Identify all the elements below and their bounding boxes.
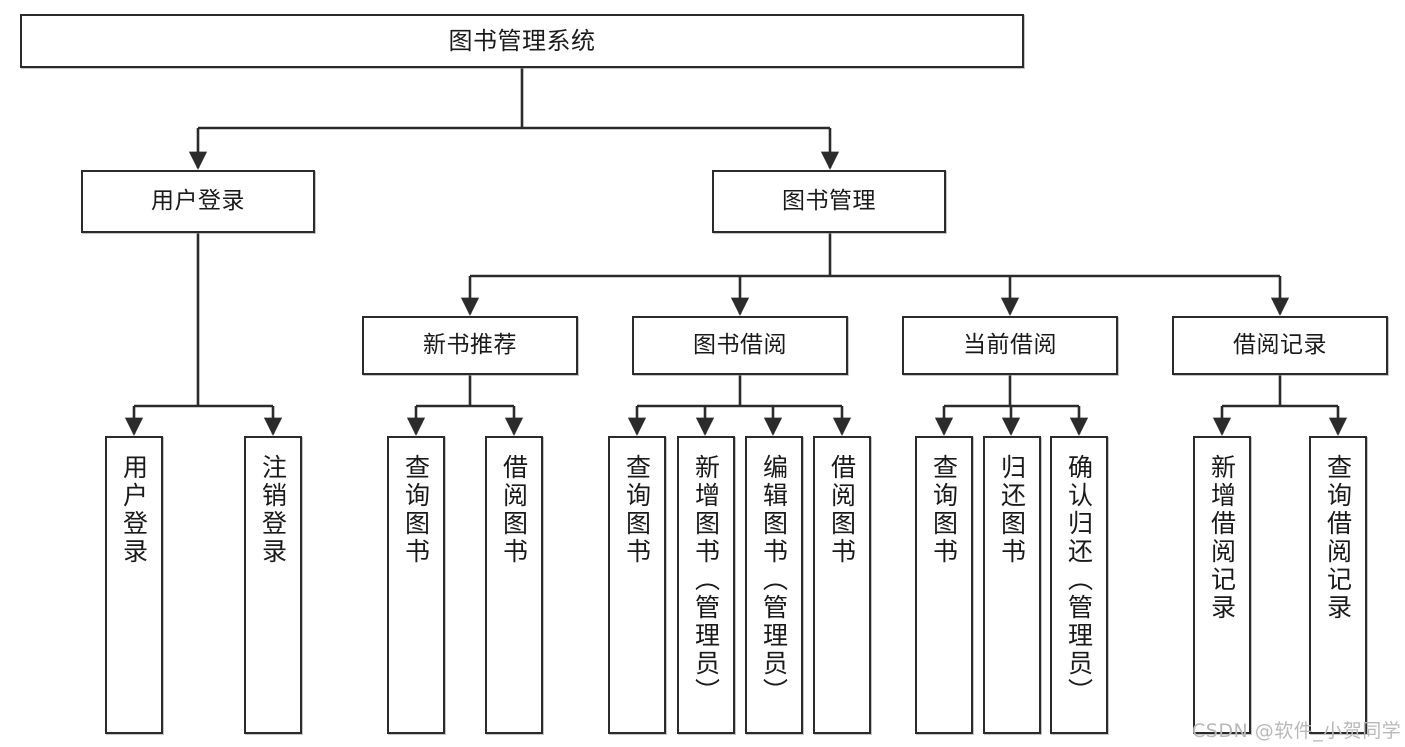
node-label: 新书推荐 <box>423 331 517 358</box>
node-label: 借阅图书 <box>499 454 529 566</box>
node-leaf-query-book-3[interactable]: 查询图书 <box>915 436 973 734</box>
node-book-borrow[interactable]: 图书借阅 <box>632 316 848 375</box>
node-label: 确认归还（管理员） <box>1064 454 1094 706</box>
node-current-borrow[interactable]: 当前借阅 <box>902 316 1118 375</box>
node-leaf-return-book[interactable]: 归还图书 <box>983 436 1041 734</box>
node-label: 图书管理 <box>782 187 876 214</box>
node-label: 图书管理系统 <box>448 26 596 55</box>
node-label: 查询图书 <box>929 454 959 566</box>
node-leaf-user-login[interactable]: 用户登录 <box>105 436 163 734</box>
node-label: 借阅记录 <box>1233 331 1327 358</box>
node-leaf-query-record[interactable]: 查询借阅记录 <box>1309 436 1367 734</box>
node-label: 查询借阅记录 <box>1323 454 1353 622</box>
node-label: 新增图书（管理员） <box>691 454 721 706</box>
node-leaf-user-logout[interactable]: 注销登录 <box>244 436 302 734</box>
node-book-management[interactable]: 图书管理 <box>712 170 946 233</box>
node-label: 查询图书 <box>622 454 652 566</box>
node-leaf-borrow-book-1[interactable]: 借阅图书 <box>485 436 543 734</box>
node-label: 用户登录 <box>151 187 245 214</box>
node-leaf-add-book[interactable]: 新增图书（管理员） <box>677 436 735 734</box>
node-label: 图书借阅 <box>693 331 787 358</box>
node-leaf-query-book-2[interactable]: 查询图书 <box>608 436 666 734</box>
node-leaf-add-record[interactable]: 新增借阅记录 <box>1193 436 1251 734</box>
csdn-watermark: CSDN @软件_小贺同学 <box>1192 720 1402 742</box>
node-label: 编辑图书（管理员） <box>759 454 789 706</box>
node-user-login[interactable]: 用户登录 <box>81 170 315 233</box>
node-label: 新增借阅记录 <box>1207 454 1237 622</box>
node-leaf-query-book-1[interactable]: 查询图书 <box>387 436 445 734</box>
node-root-book-management-system[interactable]: 图书管理系统 <box>20 14 1024 68</box>
node-leaf-borrow-book-2[interactable]: 借阅图书 <box>813 436 871 734</box>
node-label: 借阅图书 <box>827 454 857 566</box>
node-leaf-edit-book[interactable]: 编辑图书（管理员） <box>745 436 803 734</box>
node-borrow-record[interactable]: 借阅记录 <box>1172 316 1388 375</box>
node-label: 归还图书 <box>997 454 1027 566</box>
node-new-book-recommend[interactable]: 新书推荐 <box>362 316 578 375</box>
node-label: 用户登录 <box>119 454 149 566</box>
node-label: 注销登录 <box>258 454 288 566</box>
node-label: 查询图书 <box>401 454 431 566</box>
node-label: 当前借阅 <box>963 331 1057 358</box>
node-leaf-confirm-return[interactable]: 确认归还（管理员） <box>1050 436 1108 734</box>
